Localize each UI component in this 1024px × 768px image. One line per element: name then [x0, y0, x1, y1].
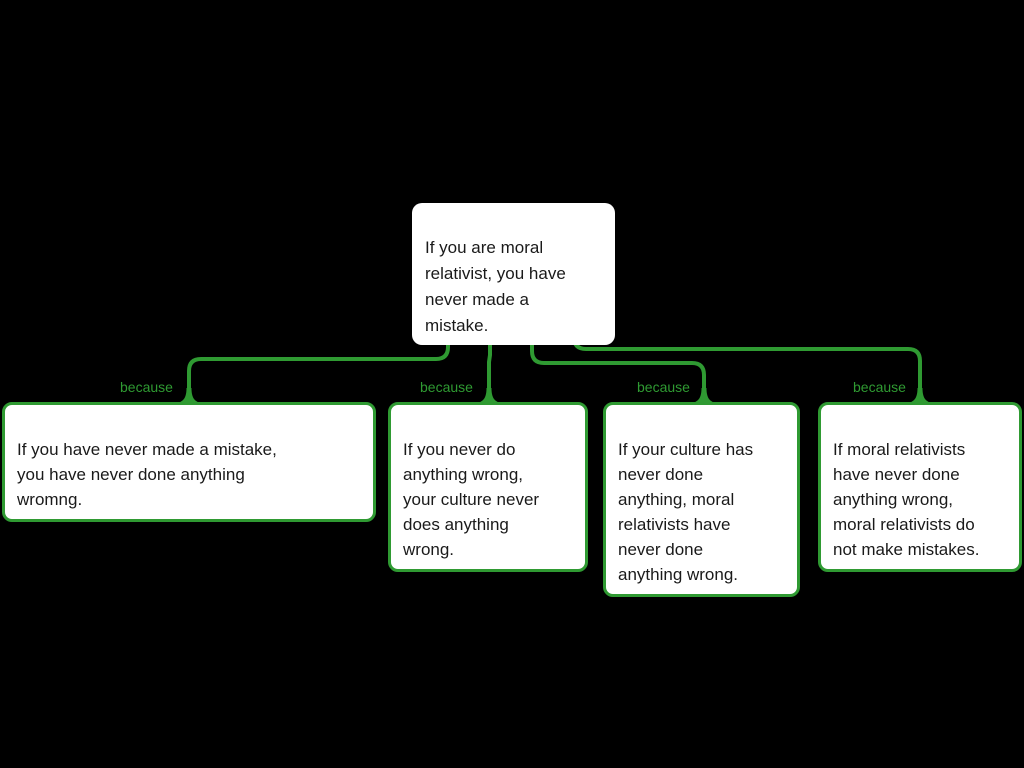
because-label-1[interactable]: because [120, 379, 173, 395]
reason-2-text: If you never do anything wrong, your cul… [403, 440, 540, 559]
reason-box-4[interactable]: If moral relativists have never done any… [818, 402, 1022, 572]
claim-text: If you are moral relativist, you have ne… [425, 238, 566, 335]
connector-1-line [187, 312, 450, 397]
connector-3-child-foot [692, 388, 716, 403]
reason-4-text: If moral relativists have never done any… [833, 440, 980, 559]
reason-box-1[interactable]: If you have never made a mistake, you ha… [2, 402, 376, 522]
claim-box[interactable]: If you are moral relativist, you have ne… [412, 203, 615, 345]
reason-box-3[interactable]: If your culture has never done anything,… [603, 402, 800, 597]
connector-1-child-foot [177, 388, 201, 403]
reason-1-text: If you have never made a mistake, you ha… [17, 440, 277, 509]
because-label-2[interactable]: because [420, 379, 473, 395]
connector-2-child-foot [477, 388, 501, 403]
connector-4-child-foot [908, 388, 932, 403]
because-label-4[interactable]: because [853, 379, 906, 395]
reason-3-text: If your culture has never done anything,… [618, 440, 754, 584]
because-label-3[interactable]: because [637, 379, 690, 395]
reason-box-2[interactable]: If you never do anything wrong, your cul… [388, 402, 588, 572]
